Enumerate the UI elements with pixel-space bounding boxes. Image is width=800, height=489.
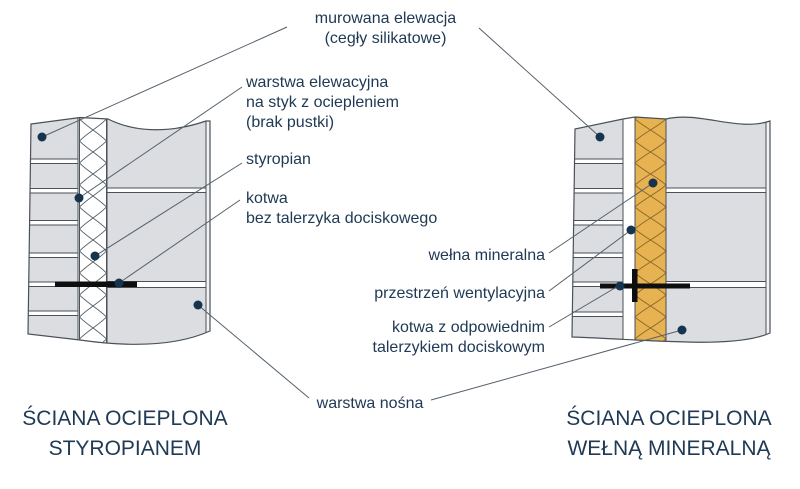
leader-kotwa-z bbox=[548, 284, 621, 328]
label-line: (brak pustki) bbox=[246, 114, 335, 131]
label-line: styropian bbox=[246, 151, 311, 168]
leader-styropian bbox=[94, 162, 243, 257]
label-styropian: styropian bbox=[246, 150, 311, 170]
label-line: warstwa elewacyjna bbox=[246, 74, 389, 91]
label-line: na styk z ociepleniem bbox=[246, 94, 399, 111]
leader-przestrzen bbox=[548, 229, 632, 292]
leader-warstwa-elewacyjna bbox=[78, 86, 243, 199]
label-line: murowana elewacja bbox=[314, 10, 457, 27]
label-warstwa-nosna: warstwa nośna bbox=[270, 394, 470, 414]
label-warstwa-elewacyjna: warstwa elewacyjna na styk z ociepleniem… bbox=[246, 73, 399, 133]
leader-welna bbox=[548, 182, 654, 254]
right-wall-section bbox=[571, 116, 771, 343]
caption-left-wall: ŚCIANA OCIEPLONA STYROPIANEM bbox=[10, 404, 240, 464]
right-wall-outline bbox=[571, 116, 771, 343]
label-line: (cegły silikatowe) bbox=[324, 30, 447, 47]
caption-line: STYROPIANEM bbox=[48, 437, 202, 460]
caption-line: ŚCIANA OCIEPLONA bbox=[22, 407, 228, 430]
left-wall-section bbox=[27, 116, 211, 345]
left-load-bearing-layer bbox=[106, 117, 210, 345]
label-line: bez talerzyka dociskowego bbox=[246, 210, 438, 227]
leader-murowana-right bbox=[478, 27, 601, 138]
caption-line: ŚCIANA OCIEPLONA bbox=[566, 407, 772, 430]
label-murowana-elewacja: murowana elewacja (cegły silikatowe) bbox=[278, 9, 493, 49]
label-line: kotwa bbox=[246, 190, 288, 207]
anchor-without-plate bbox=[55, 281, 137, 287]
label-welna-mineralna: wełna mineralna bbox=[428, 246, 545, 266]
label-kotwa-z-talerzykiem: kotwa z odpowiednim talerzykiem dociskow… bbox=[373, 318, 545, 358]
leader-nosna-right bbox=[430, 329, 683, 401]
label-przestrzen-wentylacyjna: przestrzeń wentylacyjna bbox=[374, 284, 545, 304]
leader-murowana-left bbox=[41, 26, 288, 138]
right-brick-facade-layer bbox=[572, 117, 624, 343]
caption-right-wall: ŚCIANA OCIEPLONA WEŁNĄ MINERALNĄ bbox=[554, 404, 784, 464]
label-line: talerzykiem dociskowym bbox=[372, 339, 545, 356]
left-brick-facade-layer bbox=[28, 117, 79, 345]
mineral-wool-hatch bbox=[635, 117, 666, 343]
leader-dots bbox=[37, 132, 687, 335]
label-line: warstwa nośna bbox=[316, 395, 424, 412]
label-line: kotwa z odpowiednim bbox=[392, 319, 545, 336]
right-load-bearing-layer bbox=[665, 117, 770, 343]
styrofoam-hatch bbox=[79, 117, 107, 345]
leader-nosna-left bbox=[197, 304, 310, 399]
label-line: wełna mineralna bbox=[428, 247, 545, 264]
caption-line: WEŁNĄ MINERALNĄ bbox=[567, 437, 771, 460]
pressure-plate bbox=[632, 269, 638, 302]
anchor-with-plate bbox=[600, 269, 690, 302]
left-wall-outline bbox=[27, 116, 211, 345]
leader-kotwa-bez bbox=[118, 199, 241, 284]
leader-lines bbox=[41, 26, 683, 401]
label-line: przestrzeń wentylacyjna bbox=[374, 285, 545, 302]
label-kotwa-bez-talerzyka: kotwa bez talerzyka dociskowego bbox=[246, 189, 437, 229]
